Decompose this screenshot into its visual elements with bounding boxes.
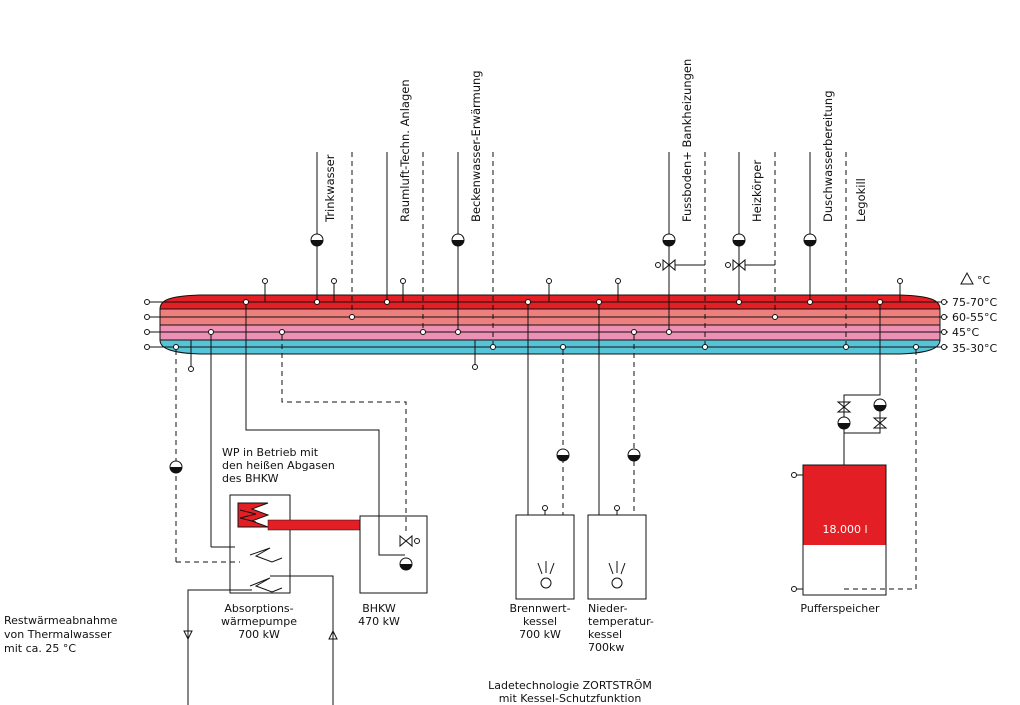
distribution-header [144, 294, 948, 355]
delta-icon [960, 271, 974, 285]
svg-text:wärmepumpe: wärmepumpe [221, 615, 297, 628]
consumer-label-legokill: Legokill [854, 178, 868, 222]
bhkw-unit [359, 515, 428, 594]
consumer-label-trinkwasser: Trinkwasser [323, 154, 337, 223]
svg-text:kessel: kessel [523, 615, 557, 628]
delta-unit: °C [977, 274, 991, 287]
svg-text:Nieder-: Nieder- [588, 602, 628, 615]
buffer-volume: 18.000 l [822, 523, 867, 536]
svg-text:700kw: 700kw [588, 641, 624, 654]
nieder-label: Nieder- temperatur- kessel 700kw [588, 602, 654, 654]
buffer-storage: 18.000 l [791, 464, 887, 596]
generation-piping [169, 299, 919, 590]
svg-text:Absorptions-: Absorptions- [224, 602, 293, 615]
absorption-label: Absorptions- wärmepumpe 700 kW [221, 602, 297, 641]
zone-label-warm: 60-55°C [952, 311, 997, 324]
bhkw-label: BHKW 470 kW [358, 602, 400, 628]
svg-text:des BHKW: des BHKW [222, 472, 279, 485]
svg-text:temperatur-: temperatur- [588, 615, 654, 628]
svg-text:mit Kessel-Schutzfunktion: mit Kessel-Schutzfunktion [499, 692, 642, 705]
svg-text:Brennwert-: Brennwert- [509, 602, 570, 615]
svg-text:Restwärmeabnahme: Restwärmeabnahme [4, 614, 118, 627]
absorption-heat-pump [183, 494, 361, 705]
svg-text:mit ca. 25 °C: mit ca. 25 °C [4, 642, 76, 655]
zone-label-hot: 75-70°C [952, 296, 997, 309]
svg-text:von Thermalwasser: von Thermalwasser [4, 628, 112, 641]
zone-label-mid: 45°C [952, 326, 979, 339]
consumer-label-duschwasser: Duschwasserbereitung [821, 91, 835, 223]
brennwert-boiler [515, 505, 575, 600]
footer-caption: Ladetechnologie ZORTSTRÖM mit Kessel-Sch… [488, 679, 652, 705]
consumer-label-fussboden: Fussboden+ Bankheizungen [680, 59, 694, 222]
niedertemperatur-boiler [587, 505, 647, 600]
consumer-labels: Trinkwasser Raumluft-Techn. Anlagen Beck… [323, 59, 868, 223]
svg-text:kessel: kessel [588, 628, 622, 641]
puffer-label: Pufferspeicher [800, 602, 880, 615]
zone-label-cold: 35-30°C [952, 342, 997, 355]
waste-heat-label: Restwärmeabnahme von Thermalwasser mit c… [4, 614, 118, 655]
svg-text:700 kW: 700 kW [519, 628, 561, 641]
svg-text:700 kW: 700 kW [238, 628, 280, 641]
svg-text:WP in Betrieb mit: WP in Betrieb mit [222, 446, 319, 459]
consumer-label-beckenwasser: Beckenwasser-Erwärmung [469, 70, 483, 222]
svg-text:Ladetechnologie ZORTSTRÖM: Ladetechnologie ZORTSTRÖM [488, 679, 652, 692]
zone-labels: °C 75-70°C 60-55°C 45°C 35-30°C [952, 271, 997, 355]
svg-text:470 kW: 470 kW [358, 615, 400, 628]
wp-note: WP in Betrieb mit den heißen Abgasen des… [222, 446, 335, 485]
consumer-label-raumluft: Raumluft-Techn. Anlagen [398, 79, 412, 222]
svg-text:BHKW: BHKW [362, 602, 396, 615]
brennwert-label: Brennwert- kessel 700 kW [509, 602, 570, 641]
consumer-label-heizkoerper: Heizkörper [750, 160, 764, 222]
svg-text:den heißen Abgasen: den heißen Abgasen [222, 459, 335, 472]
consumer-branches [262, 152, 903, 350]
exhaust-gas-duct [267, 519, 361, 531]
